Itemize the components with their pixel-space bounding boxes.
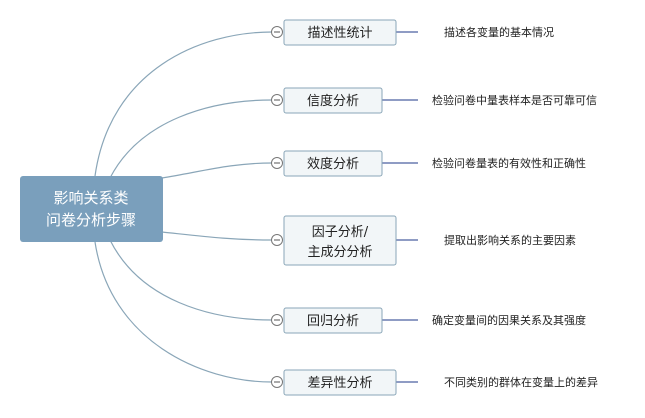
branch-connector — [94, 31, 273, 177]
step-label-line-1: 因子分析/ — [312, 225, 369, 240]
collapse-toggle-icon[interactable] — [271, 26, 283, 38]
branch-connector — [161, 162, 273, 179]
step-node-validity-analysis[interactable]: 效度分析 — [283, 150, 383, 177]
step-node-difference-analysis[interactable]: 差异性分析 — [283, 369, 397, 396]
step-label-line-2: 主成分分析 — [307, 245, 372, 260]
collapse-toggle-icon[interactable] — [271, 234, 283, 246]
collapse-toggle-icon[interactable] — [271, 376, 283, 388]
step-label: 回归分析 — [307, 314, 359, 329]
root-title-line-2: 问卷分析步骤 — [46, 211, 136, 229]
step-node-regression-analysis[interactable]: 回归分析 — [283, 307, 383, 334]
step-node-factor-analysis[interactable]: 因子分析/ 主成分分析 — [283, 215, 397, 266]
branch-connector — [109, 239, 273, 321]
step-label: 信度分析 — [307, 93, 359, 109]
step-node-descriptive-statistics[interactable]: 描述性统计 — [283, 19, 397, 46]
step-label: 描述性统计 — [307, 26, 372, 41]
branch-connector — [109, 99, 273, 179]
step-description: 检验问卷中量表样本是否可靠可信 — [432, 93, 597, 107]
collapse-toggle-icon[interactable] — [271, 314, 283, 326]
step-description: 确定变量间的因果关系及其强度 — [432, 313, 586, 327]
collapse-toggle-icon[interactable] — [271, 94, 283, 106]
step-description: 不同类别的群体在变量上的差异 — [444, 375, 598, 389]
collapse-toggle-icon[interactable] — [271, 157, 283, 169]
root-node[interactable]: 影响关系类 问卷分析步骤 — [20, 176, 163, 242]
branch-connector — [161, 231, 273, 241]
step-description: 检验问卷量表的有效性和正确性 — [432, 156, 586, 170]
step-node-reliability-analysis[interactable]: 信度分析 — [283, 87, 383, 114]
step-label: 效度分析 — [307, 156, 359, 172]
step-description: 提取出影响关系的主要因素 — [444, 233, 576, 247]
step-description: 描述各变量的基本情况 — [444, 25, 554, 39]
branch-connector — [94, 241, 273, 383]
step-label: 差异性分析 — [307, 376, 372, 391]
root-title-line-1: 影响关系类 — [53, 189, 128, 207]
